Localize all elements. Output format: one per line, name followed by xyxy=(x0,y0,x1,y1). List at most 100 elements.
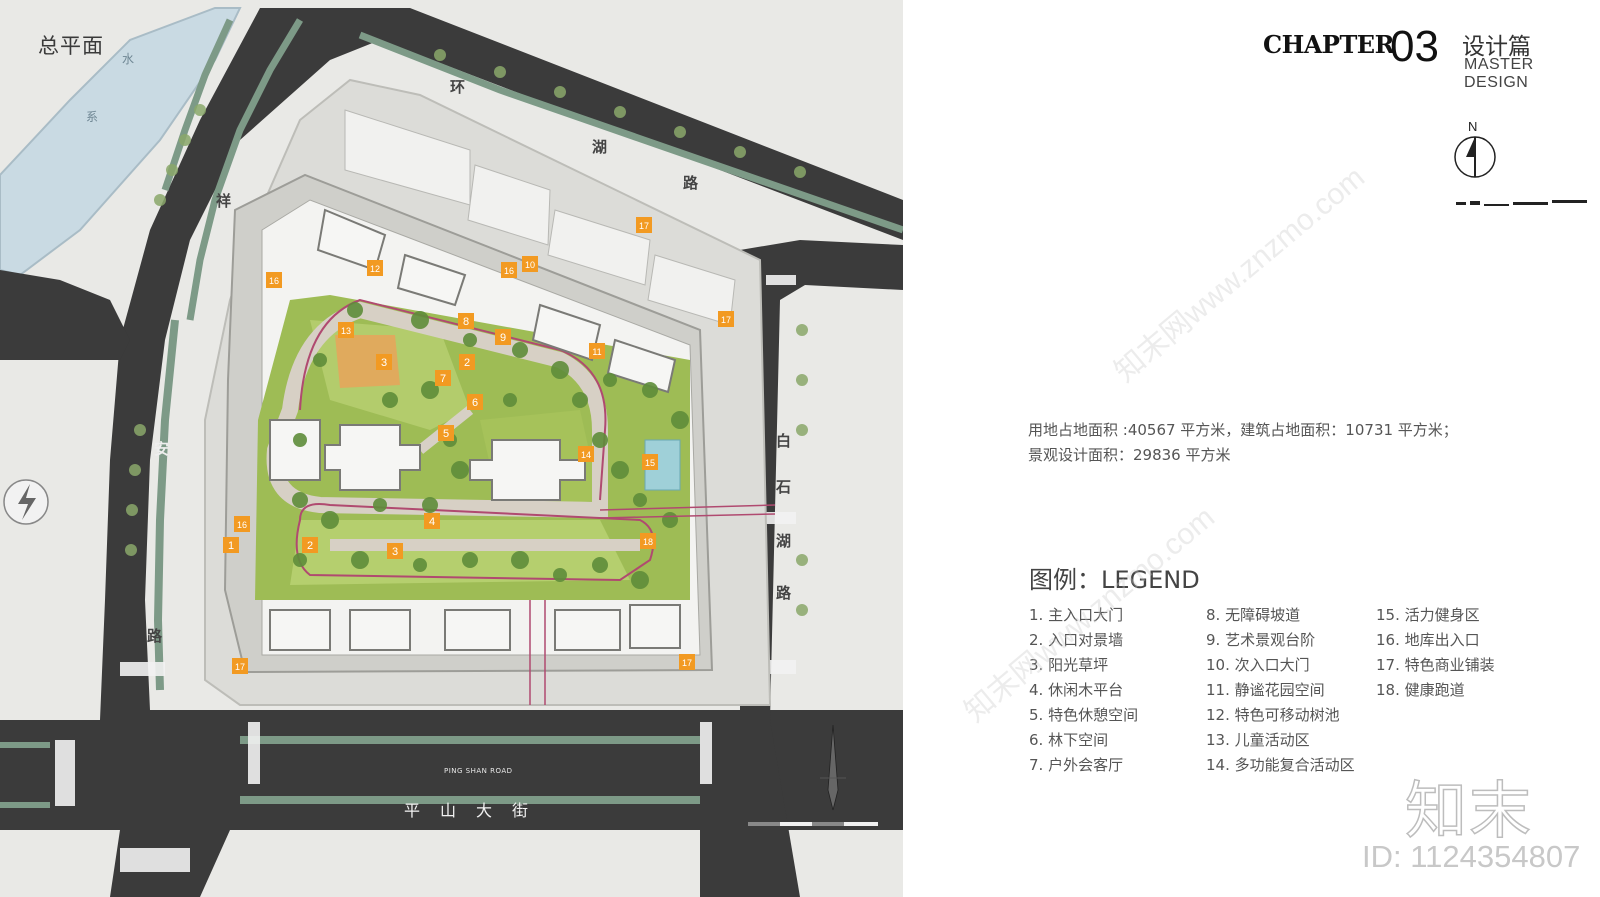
legend-item: 15. 活力健身区 xyxy=(1376,606,1480,624)
svg-text:4: 4 xyxy=(429,516,435,528)
north-arrow-label: N xyxy=(1468,119,1478,134)
legend-marker-16: 16 xyxy=(266,272,282,288)
road-label-east-4: 路 xyxy=(776,584,792,602)
tree-canopy xyxy=(422,497,438,513)
tree-canopy xyxy=(633,493,647,507)
road-label-east-1: 白 xyxy=(776,432,792,450)
tree-canopy xyxy=(462,552,478,568)
road-label-west-3: 路 xyxy=(147,627,163,645)
map-title: 总平面 xyxy=(38,34,104,58)
legend-marker-17: 17 xyxy=(679,654,695,670)
tree-canopy xyxy=(511,551,529,569)
svg-text:13: 13 xyxy=(341,326,351,336)
tree-canopy xyxy=(611,461,629,479)
tree-canopy xyxy=(293,553,307,567)
water-label-shui: 水 xyxy=(122,52,135,66)
chapter-number: 03 xyxy=(1390,22,1439,71)
svg-text:8: 8 xyxy=(463,316,469,328)
svg-text:2: 2 xyxy=(307,540,313,552)
svg-text:5: 5 xyxy=(443,428,449,440)
road-network xyxy=(0,8,903,897)
legend-marker-17: 17 xyxy=(718,311,734,327)
legend-marker-12: 12 xyxy=(367,260,383,276)
tree-canopy xyxy=(671,411,689,429)
legend-item: 11. 静谧花园空间 xyxy=(1206,681,1325,699)
svg-text:3: 3 xyxy=(381,357,387,369)
legend-item: 6. 林下空间 xyxy=(1029,731,1109,749)
chapter-word: CHAPTER xyxy=(1263,30,1395,59)
legend-item: 8. 无障碍坡道 xyxy=(1206,606,1301,624)
section-title-cn: 设计篇 xyxy=(1462,34,1531,60)
svg-text:17: 17 xyxy=(682,658,692,668)
tree-canopy xyxy=(592,557,608,573)
legend-column-2: 8. 无障碍坡道 9. 艺术景观台阶 10. 次入口大门 11. 静谧花园空间 … xyxy=(1206,603,1355,778)
svg-text:11: 11 xyxy=(592,347,601,357)
legend-column-3: 15. 活力健身区 16. 地库出入口 17. 特色商业铺装 18. 健康跑道 xyxy=(1376,603,1495,703)
road-label-north-1: 环 xyxy=(450,78,466,96)
road-label-north-2: 湖 xyxy=(592,138,608,156)
legend-item: 7. 户外会客厅 xyxy=(1029,756,1124,774)
legend-marker-16: 16 xyxy=(234,516,250,532)
svg-text:10: 10 xyxy=(525,260,535,270)
tree-canopy xyxy=(351,551,369,569)
road-label-west-1: 祥 xyxy=(216,192,232,210)
area-stats: 用地占地面积 :40567 平方米，建筑占地面积：10731 平方米； 景观设计… xyxy=(1028,418,1458,468)
tree-canopy xyxy=(551,361,569,379)
scale-bar-icon xyxy=(1456,200,1587,206)
legend-marker-8: 8 xyxy=(458,313,474,329)
legend-item: 17. 特色商业铺装 xyxy=(1376,656,1495,674)
road-label-south: 平山大街 xyxy=(404,801,549,820)
tree-canopy xyxy=(382,392,398,408)
legend-marker-16: 16 xyxy=(501,262,517,278)
legend-marker-11: 11 xyxy=(589,343,605,359)
legend-marker-2: 2 xyxy=(459,354,475,370)
tree-canopy xyxy=(373,498,387,512)
section-title-en: MASTER DESIGN xyxy=(1464,56,1534,91)
road-label-east-2: 石 xyxy=(776,478,792,496)
legend-item: 1. 主入口大门 xyxy=(1029,606,1124,624)
tree-canopy xyxy=(512,342,528,358)
road-label-south-en: PING SHAN ROAD xyxy=(444,767,513,775)
svg-text:1: 1 xyxy=(228,540,234,552)
legend-column-1: 1. 主入口大门 2. 入口对景墙 3. 阳光草坪 4. 休闲木平台 5. 特色… xyxy=(1029,603,1138,778)
road-label-east-3: 湖 xyxy=(776,532,792,550)
svg-text:16: 16 xyxy=(504,266,514,276)
tree-canopy xyxy=(553,568,567,582)
tree-canopy xyxy=(413,558,427,572)
tree-canopy xyxy=(572,392,588,408)
river xyxy=(0,7,242,277)
svg-text:15: 15 xyxy=(645,458,655,468)
svg-text:16: 16 xyxy=(237,520,247,530)
legend-item: 12. 特色可移动树池 xyxy=(1206,706,1340,724)
watermark-id: ID: 1124354807 xyxy=(1362,839,1581,874)
svg-text:18: 18 xyxy=(643,537,653,547)
legend-item: 16. 地库出入口 xyxy=(1376,631,1480,649)
tree-canopy xyxy=(421,381,439,399)
area-stats-line-1: 用地占地面积 :40567 平方米，建筑占地面积：10731 平方米； xyxy=(1028,421,1458,439)
svg-text:12: 12 xyxy=(370,264,380,274)
tree-canopy xyxy=(411,311,429,329)
legend-title: 图例：LEGEND xyxy=(1029,566,1200,594)
svg-text:16: 16 xyxy=(269,276,279,286)
tree-canopy xyxy=(313,353,327,367)
road-label-north-3: 路 xyxy=(683,174,699,192)
legend-marker-2: 2 xyxy=(302,537,318,553)
tree-canopy xyxy=(603,373,617,387)
svg-text:7: 7 xyxy=(440,373,446,385)
tree-canopy xyxy=(642,382,658,398)
svg-text:17: 17 xyxy=(721,315,731,325)
legend-marker-6: 6 xyxy=(467,394,483,410)
legend-marker-4: 4 xyxy=(424,513,440,529)
svg-text:9: 9 xyxy=(500,332,506,344)
svg-text:17: 17 xyxy=(639,221,649,231)
legend-item: 4. 休闲木平台 xyxy=(1029,681,1124,699)
legend-marker-10: 10 xyxy=(522,256,538,272)
north-arrow-icon xyxy=(1454,136,1496,178)
central-tower xyxy=(469,439,586,501)
svg-text:17: 17 xyxy=(235,662,245,672)
area-stats-line-2: 景观设计面积：29836 平方米 xyxy=(1028,446,1231,464)
legend-marker-3: 3 xyxy=(387,543,403,559)
legend-marker-17: 17 xyxy=(636,217,652,233)
